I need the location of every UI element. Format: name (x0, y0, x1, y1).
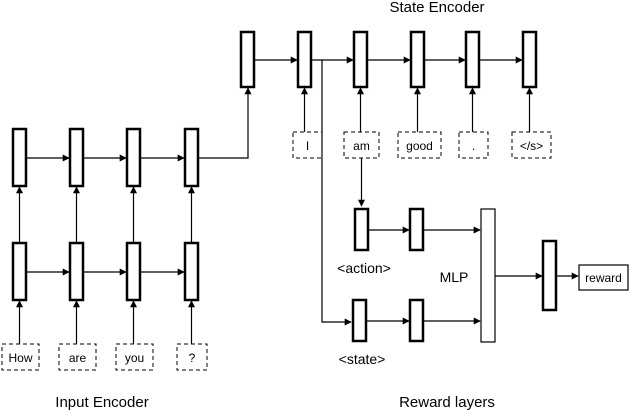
state-encoder-cell (409, 30, 426, 89)
input-encoder-lower-cell (183, 241, 200, 302)
action-label: <action> (337, 260, 391, 276)
output-token-eos: </s> (511, 131, 552, 159)
output-token-label: I (306, 139, 309, 153)
state-encoder-cell (352, 30, 369, 89)
input-token-label: are (69, 351, 87, 365)
output-token-label: good (406, 139, 433, 153)
mlp-label: MLP (440, 269, 469, 285)
action-cell (353, 207, 370, 252)
output-token-i: I (292, 131, 323, 159)
reward-output: reward (578, 264, 629, 291)
output-token-label: . (472, 139, 475, 153)
output-token-good: good (397, 131, 442, 159)
input-encoder-lower-cell (11, 241, 28, 302)
state-label: <state> (339, 351, 386, 367)
input-encoder-upper-cell (183, 127, 200, 188)
reward-hidden-cell (541, 239, 558, 312)
state-encoder-cell (296, 30, 313, 89)
state-encoder-title: State Encoder (389, 0, 484, 16)
input-token-how: How (1, 343, 40, 371)
input-encoder-upper-cell (125, 127, 142, 188)
input-token-question: ? (176, 343, 208, 371)
input-encoder-upper-cell (11, 127, 28, 188)
state-cell (351, 298, 368, 343)
reward-layers-title: Reward layers (399, 394, 495, 411)
action-hidden-cell (408, 207, 425, 252)
output-token-period: . (458, 131, 489, 159)
input-token-you: you (115, 343, 154, 371)
state-encoder-cell (464, 30, 481, 89)
reward-output-label: reward (585, 271, 622, 285)
input-encoder-lower-cell (68, 241, 85, 302)
output-token-label: </s> (520, 139, 543, 153)
input-token-label: you (125, 351, 144, 365)
input-token-are: are (58, 343, 97, 371)
edge-state-branch (321, 60, 352, 326)
input-encoder-lower-cell (125, 241, 142, 302)
output-token-label: am (353, 139, 370, 153)
mlp-block (480, 208, 496, 343)
state-encoder-cell (521, 30, 538, 89)
input-token-label: How (8, 351, 32, 365)
output-token-am: am (343, 131, 380, 159)
input-token-label: ? (189, 351, 196, 365)
state-hidden-cell (408, 298, 425, 343)
state-encoder-cell (239, 30, 256, 89)
input-encoder-title: Input Encoder (55, 394, 148, 411)
input-encoder-upper-cell (68, 127, 85, 188)
edge-input-to-state (198, 87, 252, 159)
